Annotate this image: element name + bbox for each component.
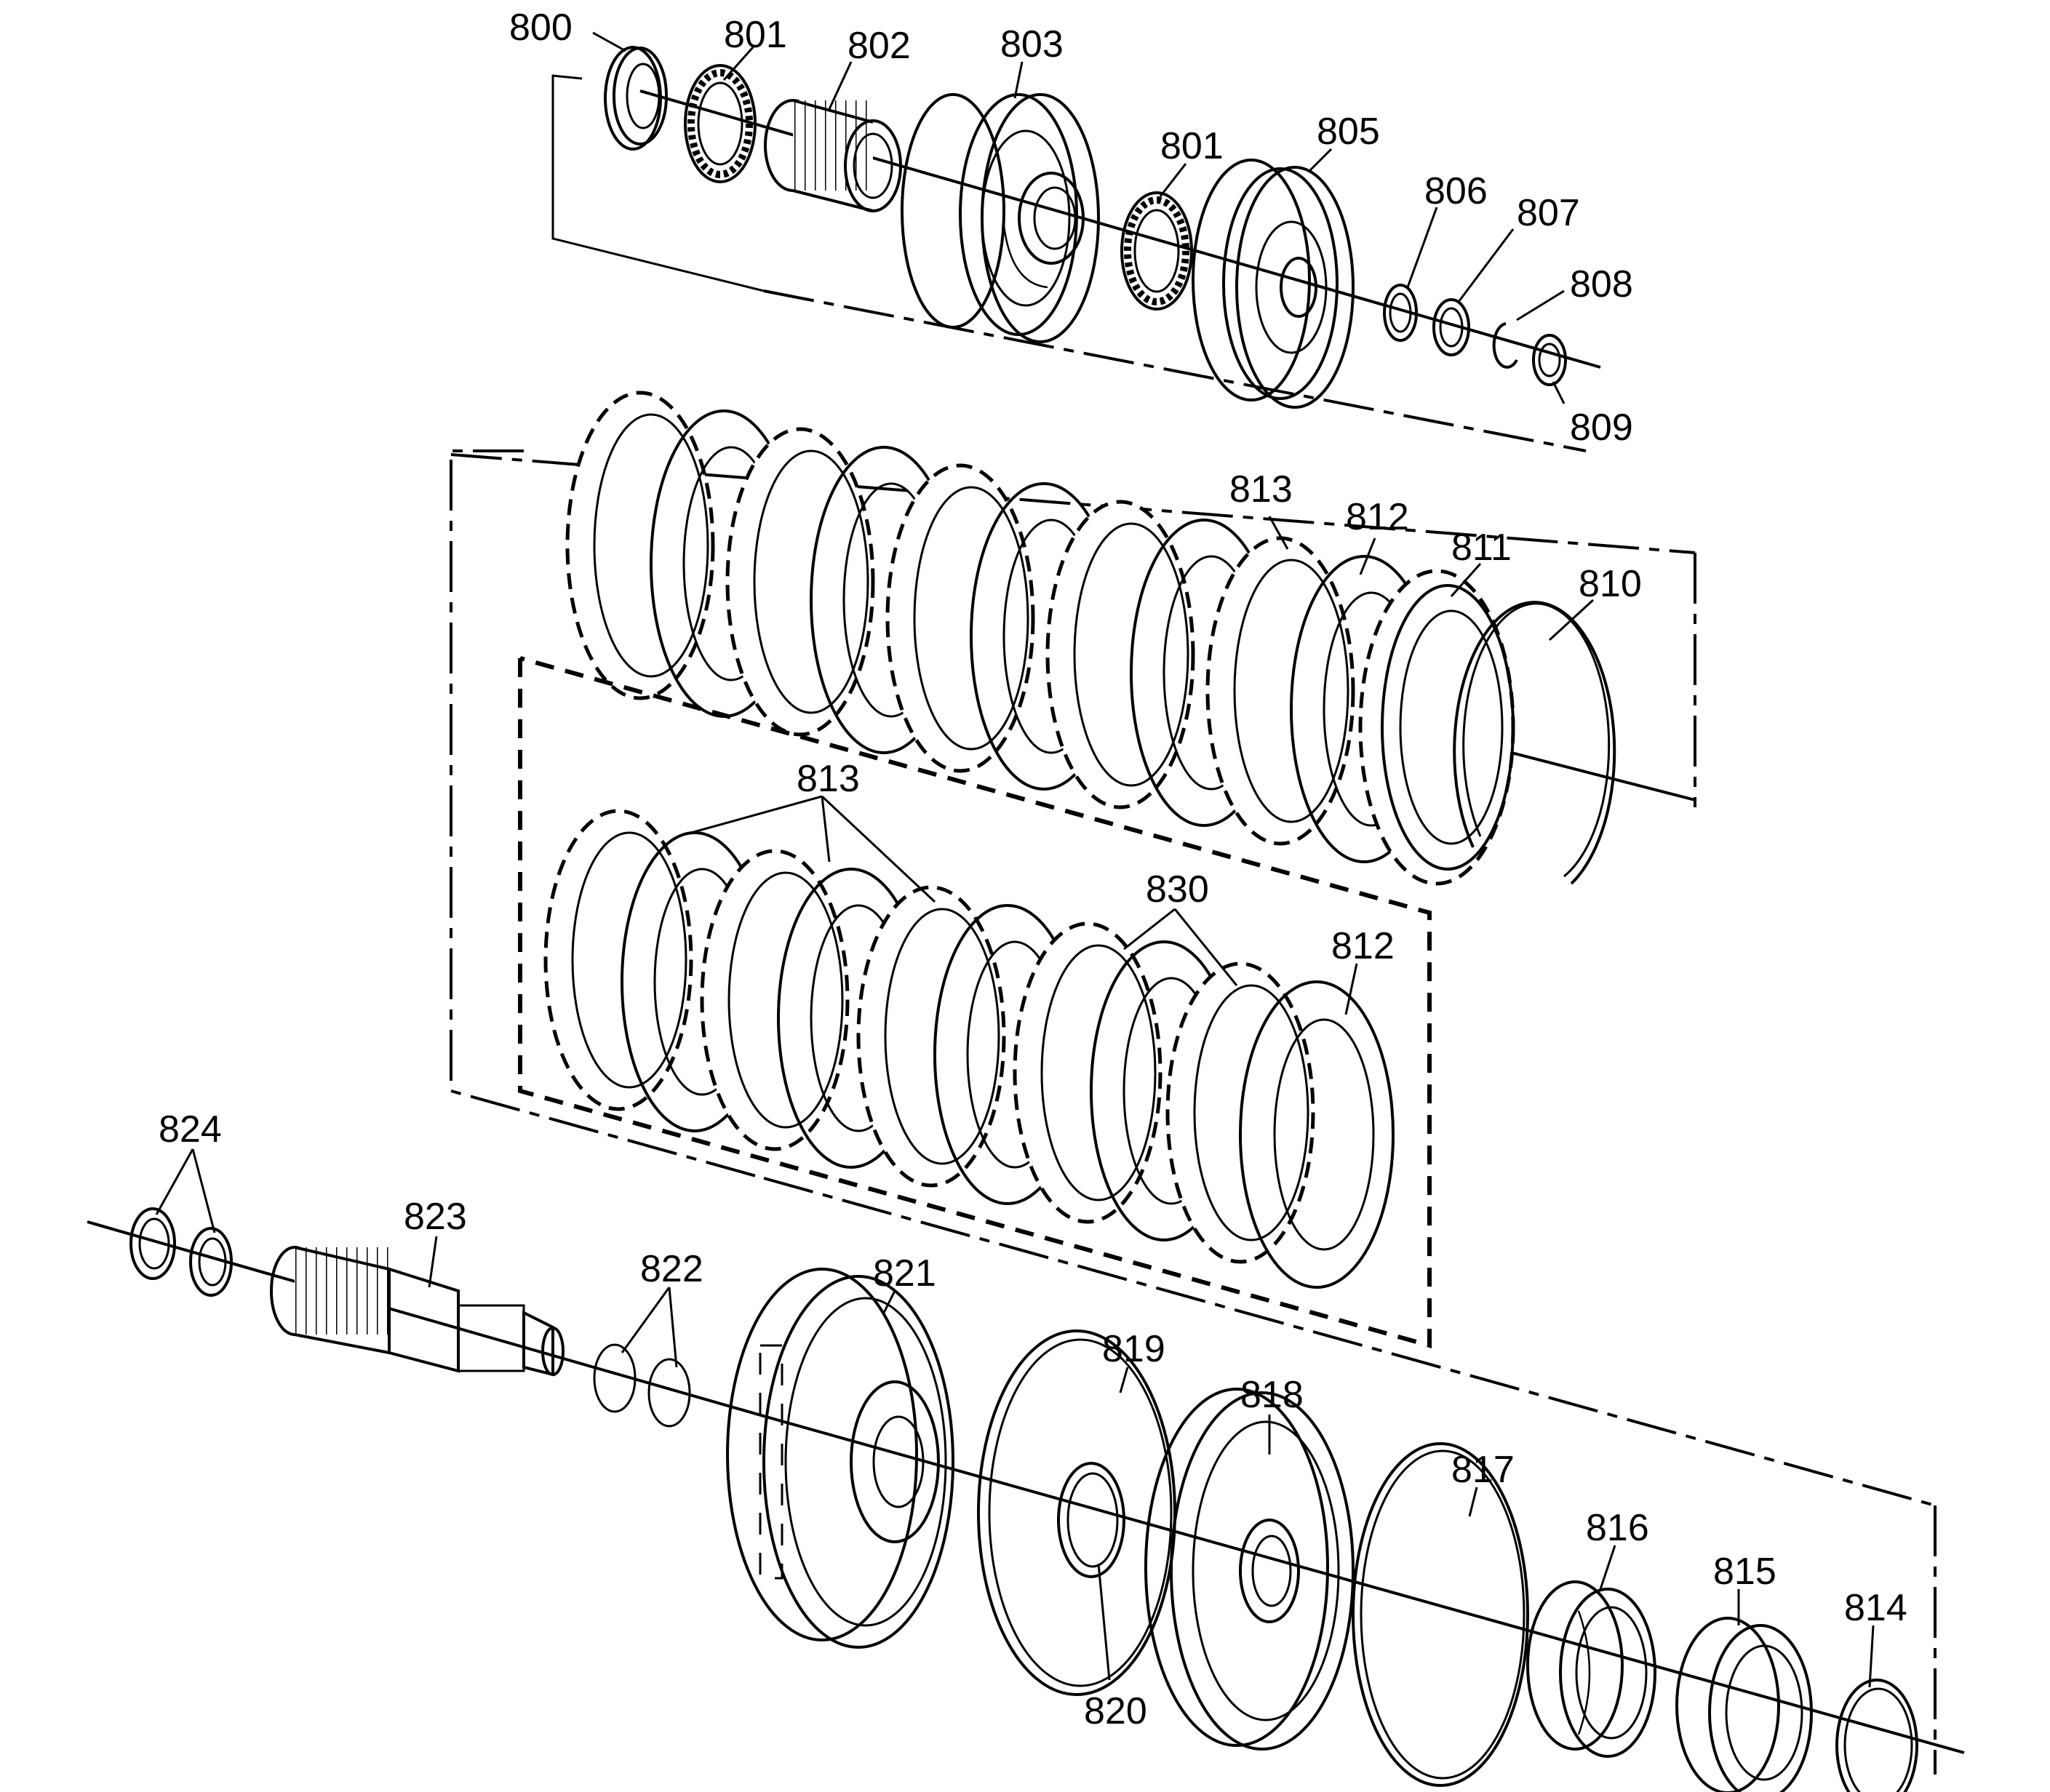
snap-ring-824b — [189, 1227, 233, 1297]
label-812-lower: 812 — [1331, 925, 1395, 967]
label-806: 806 — [1424, 170, 1488, 212]
label-821: 821 — [873, 1252, 936, 1295]
steel-plate-813-2 — [725, 427, 875, 737]
upper-leader-lines — [1268, 516, 1595, 641]
label-816: 816 — [1586, 1507, 1649, 1549]
label-818: 818 — [1240, 1374, 1304, 1416]
callout-labels: 800 801 802 803 801 805 806 807 808 809 … — [159, 7, 1907, 1732]
label-824: 824 — [159, 1108, 222, 1151]
label-822: 822 — [640, 1248, 703, 1290]
upper-clutch-pack — [450, 391, 1696, 886]
snap-ring-824a — [129, 1207, 176, 1280]
bottom-axis-left — [87, 1220, 772, 1420]
snap-ring-810 — [1453, 601, 1616, 885]
steel-plate-813-7 — [700, 849, 850, 1151]
middle-phantom-left — [450, 449, 765, 1180]
steel-plate-813-1 — [565, 391, 715, 700]
seal-ring-822b — [647, 1358, 691, 1428]
washer-820 — [1057, 1462, 1125, 1578]
retainer-815 — [1675, 1617, 1813, 1792]
top-phantom-line — [763, 289, 1587, 452]
seal-ring-822a — [593, 1343, 637, 1413]
input-shaft-823 — [270, 1246, 565, 1377]
steel-plate-813-3 — [885, 463, 1035, 773]
top-leader-lines — [592, 31, 1566, 404]
label-811: 811 — [1451, 527, 1512, 569]
washer-809 — [1532, 334, 1567, 386]
bottom-axis-right — [770, 1417, 1965, 1754]
label-823: 823 — [404, 1196, 467, 1238]
label-810: 810 — [1579, 563, 1642, 605]
label-815: 815 — [1713, 1551, 1776, 1593]
lower-leader-lines — [690, 795, 1358, 1015]
label-812-upper: 812 — [1346, 496, 1409, 538]
label-820: 820 — [1084, 1690, 1147, 1732]
label-819: 819 — [1102, 1328, 1165, 1370]
needle-bearing-802 — [764, 99, 902, 212]
friction-plate-812-10 — [1239, 980, 1395, 1289]
top-axis-line — [639, 89, 1601, 369]
clutch-housing-821 — [726, 1268, 954, 1649]
bottom-assembly — [87, 1148, 1965, 1792]
label-805: 805 — [1317, 111, 1380, 153]
snap-ring-808 — [1492, 322, 1518, 369]
spring-816 — [1526, 1580, 1656, 1758]
label-808: 808 — [1570, 263, 1633, 305]
gear-805 — [1192, 159, 1355, 409]
label-802: 802 — [847, 25, 911, 67]
steel-plate-813-8 — [856, 885, 1006, 1188]
bottom-phantom-line — [763, 1177, 1936, 1507]
label-800: 800 — [509, 7, 573, 49]
label-809: 809 — [1570, 407, 1633, 449]
label-813-lower: 813 — [797, 758, 860, 800]
label-814: 814 — [1844, 1587, 1907, 1629]
backing-plate-811 — [1358, 569, 1515, 886]
label-817: 817 — [1451, 1449, 1515, 1491]
top-bracket-line — [551, 74, 765, 292]
snap-ring-806 — [1383, 284, 1418, 342]
top-assembly — [551, 31, 1601, 452]
thrust-bearing-801a — [684, 64, 757, 183]
label-801-top: 801 — [724, 14, 787, 56]
apply-plate-819 — [977, 1329, 1176, 1696]
label-803: 803 — [1000, 23, 1064, 65]
steel-plate-813-6 — [543, 809, 693, 1111]
steel-plate-830-1 — [1013, 921, 1162, 1224]
snap-ring-814 — [1835, 1679, 1918, 1792]
alternate-pack-box — [518, 656, 1432, 1348]
steel-plate-813-5 — [1205, 536, 1355, 846]
bottom-leader-lines — [155, 1148, 1875, 1688]
label-807: 807 — [1517, 192, 1580, 234]
piston-818 — [1144, 1388, 1355, 1751]
label-813-upper: 813 — [1229, 468, 1293, 511]
lower-clutch-pack — [518, 656, 1432, 1348]
seal-817 — [1352, 1442, 1529, 1787]
label-830: 830 — [1146, 868, 1209, 911]
seal-800 — [604, 46, 668, 151]
washer-807 — [1432, 298, 1470, 356]
steel-plate-813-4 — [1045, 500, 1195, 809]
gear-803 — [901, 93, 1100, 343]
thrust-bearing-801b — [1120, 191, 1193, 311]
label-801-bottom: 801 — [1160, 125, 1224, 167]
